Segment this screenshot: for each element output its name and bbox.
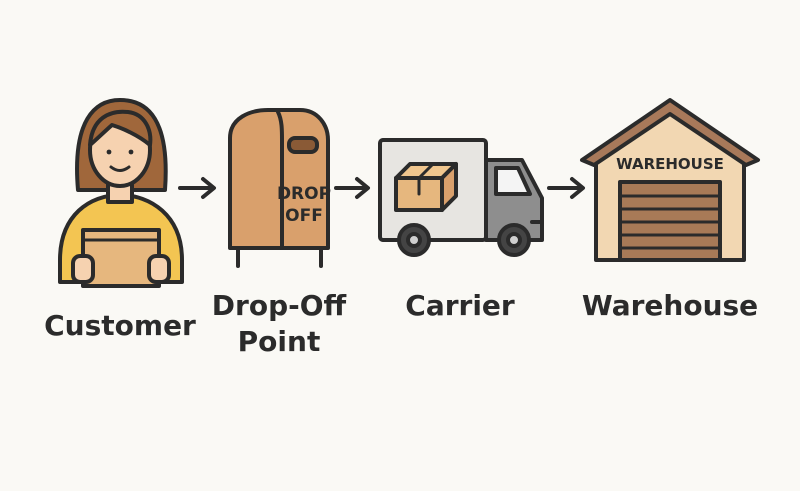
arrow-right-icon <box>547 177 585 199</box>
label-drop-off-line1: Drop-Off <box>211 289 347 322</box>
label-customer: Customer <box>44 309 196 342</box>
arrow-right-icon <box>178 177 216 199</box>
label-drop-off-point: Drop-Off Point <box>204 288 354 360</box>
label-drop-off-line2: Point <box>237 325 321 358</box>
customer-holding-box-icon <box>58 98 184 288</box>
warehouse-icon: WAREHOUSE <box>580 98 760 262</box>
warehouse-sign: WAREHOUSE <box>616 155 724 173</box>
label-carrier: Carrier <box>405 289 515 322</box>
drop-off-box-icon: DROP OFF <box>228 108 331 268</box>
delivery-truck-icon <box>378 138 544 257</box>
drop-off-sign-line1: DROP <box>277 184 331 204</box>
label-warehouse: Warehouse <box>581 289 759 322</box>
drop-off-sign-line2: OFF <box>285 206 323 226</box>
arrow-right-icon <box>334 177 370 199</box>
